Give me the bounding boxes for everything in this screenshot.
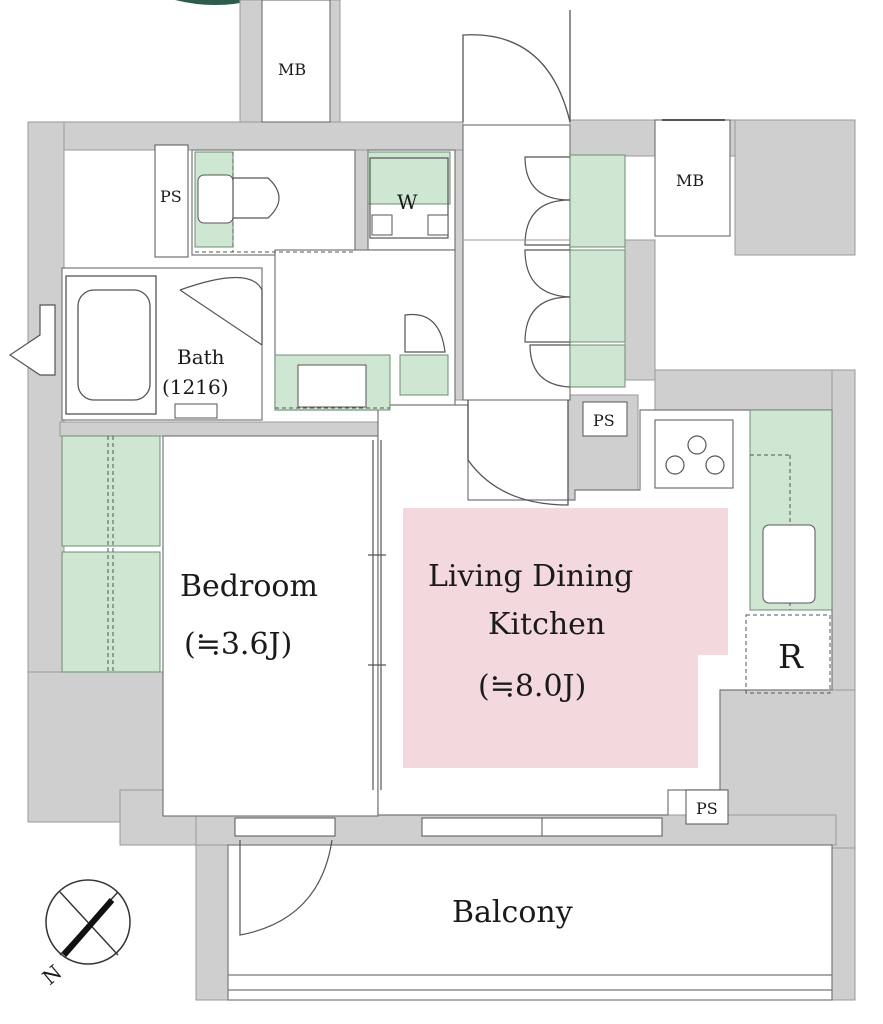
bath-label: Bath xyxy=(177,345,225,369)
ps-mid-label: PS xyxy=(593,411,615,430)
ldk-label-line2: Kitchen xyxy=(488,607,605,642)
walls xyxy=(27,0,856,1001)
washer-foot xyxy=(371,214,393,236)
ps-left-label: PS xyxy=(160,187,182,206)
north-arrow-icon xyxy=(61,898,115,957)
storage-door[interactable] xyxy=(404,313,446,353)
washer-outline xyxy=(369,157,449,239)
toilet-tank xyxy=(197,174,234,224)
mb-right-label: MB xyxy=(676,171,704,190)
bedroom-size-label: (≒3.6J) xyxy=(184,627,292,662)
vanity-basin xyxy=(297,364,367,408)
stove-burners xyxy=(665,435,725,475)
ldk-label-line1: Living Dining xyxy=(428,559,633,594)
ps-bottom-label: PS xyxy=(696,799,718,818)
washer-label: W xyxy=(397,190,418,214)
bath-door-leaf xyxy=(179,289,263,346)
bath-door[interactable] xyxy=(179,276,263,346)
ldk-highlight xyxy=(403,508,728,768)
ps-shaft-mid xyxy=(582,401,628,437)
washer-foot xyxy=(427,214,449,236)
bath-step xyxy=(174,403,218,419)
bedroom-window[interactable] xyxy=(234,817,336,837)
bedroom-label: Bedroom xyxy=(180,569,318,604)
compass xyxy=(45,879,131,965)
kitchen-sink xyxy=(762,524,816,604)
ldk-door[interactable] xyxy=(467,400,569,506)
bathtub-basin xyxy=(77,289,151,401)
bath-size-label: (1216) xyxy=(162,375,229,399)
balcony-rail xyxy=(228,974,832,991)
north-label: N xyxy=(38,960,67,990)
shoe-cabinet-doors[interactable] xyxy=(524,156,571,388)
balcony-door-bedroom[interactable] xyxy=(239,839,333,936)
balcony-label: Balcony xyxy=(452,895,573,930)
bath-window xyxy=(8,304,56,376)
ps-shaft-bottom xyxy=(685,789,729,825)
bedroom-sliding-door[interactable] xyxy=(368,440,386,790)
ps-shaft-left xyxy=(154,144,189,258)
mb-top-label: MB xyxy=(278,60,306,79)
entrance-door[interactable] xyxy=(462,34,571,123)
ldk-size-label: (≒8.0J) xyxy=(478,669,586,704)
toilet-bowl xyxy=(232,177,280,219)
brand-badge xyxy=(175,0,255,5)
fridge-label: R xyxy=(778,637,804,676)
